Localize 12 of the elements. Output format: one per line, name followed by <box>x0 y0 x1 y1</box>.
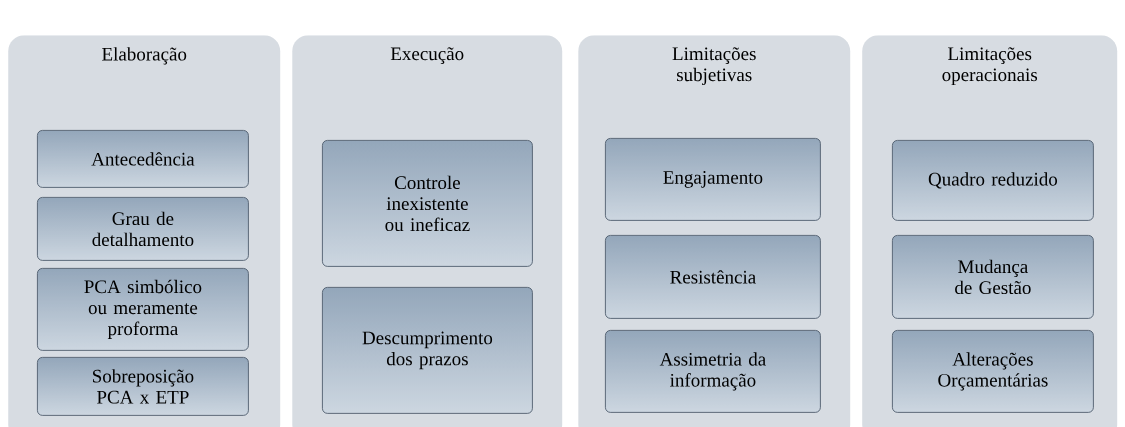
item-box: Mudança de Gestão <box>892 235 1094 319</box>
item-box: Antecedência <box>37 130 249 188</box>
item-box: Alterações Orçamentárias <box>892 330 1094 413</box>
item-box: Descumprimento dos prazos <box>322 287 533 414</box>
item-box: Controle inexistente ou ineficaz <box>322 140 533 267</box>
item-box: PCA simbólico ou meramente proforma <box>37 268 249 351</box>
item-box: Engajamento <box>605 138 821 221</box>
item-box: Grau de detalhamento <box>37 197 249 261</box>
item-box: Sobreposição PCA x ETP <box>37 357 249 416</box>
item-box: Assimetria da informação <box>605 330 821 413</box>
item-box: Quadro reduzido <box>892 140 1094 221</box>
item-box: Resistência <box>605 235 821 319</box>
